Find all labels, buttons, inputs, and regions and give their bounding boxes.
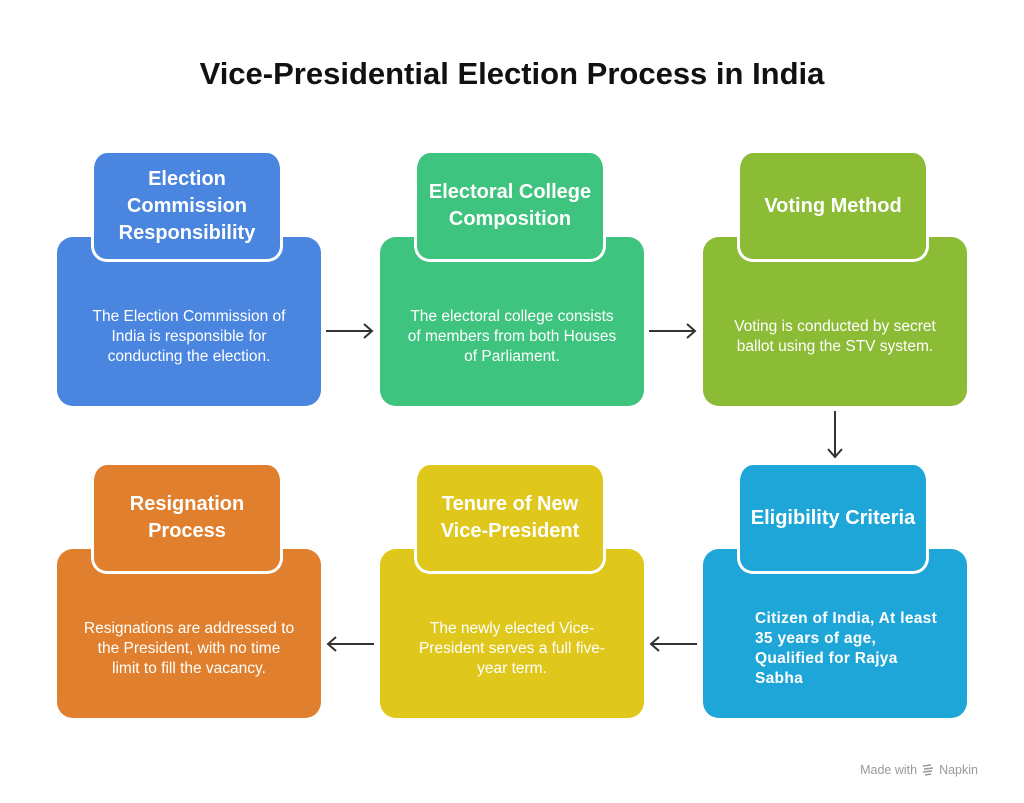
arrow-left-icon bbox=[649, 636, 697, 652]
step-description: The Election Commission of India is resp… bbox=[92, 307, 286, 365]
arrow-right-icon bbox=[326, 323, 374, 339]
arrow-right-icon bbox=[649, 323, 697, 339]
diagram-title: Vice-Presidential Election Process in In… bbox=[199, 56, 825, 91]
step-heading-voting-method: Voting Method bbox=[737, 153, 929, 262]
arrow-left-icon bbox=[326, 636, 374, 652]
step-card-election-commission: The Election Commission of India is resp… bbox=[57, 237, 321, 406]
step-heading-tenure: Tenure of New Vice-President bbox=[414, 465, 606, 574]
step-description: Voting is conducted by secret ballot usi… bbox=[734, 317, 936, 355]
step-description: The electoral college consists of member… bbox=[407, 307, 617, 365]
step-heading-electoral-college: Electoral College Composition bbox=[414, 153, 606, 262]
step-heading-election-commission: Election Commission Responsibility bbox=[91, 153, 283, 262]
arrow-down-icon bbox=[827, 411, 843, 459]
step-description: Resignations are addressed to the Presid… bbox=[83, 619, 295, 677]
step-description: Citizen of India, At least 35 years of a… bbox=[755, 609, 938, 687]
step-heading-eligibility: Eligibility Criteria bbox=[737, 465, 929, 574]
step-card-tenure: The newly elected Vice-President serves … bbox=[380, 549, 644, 718]
step-card-eligibility: Citizen of India, At least 35 years of a… bbox=[703, 549, 967, 718]
napkin-brand: Napkin bbox=[939, 763, 978, 777]
step-card-electoral-college: The electoral college consists of member… bbox=[380, 237, 644, 406]
made-with-label: Made with bbox=[860, 763, 918, 777]
step-card-resignation: Resignations are addressed to the Presid… bbox=[57, 549, 321, 718]
napkin-logo-icon bbox=[922, 764, 934, 776]
step-card-voting-method: Voting is conducted by secret ballot usi… bbox=[703, 237, 967, 406]
made-with-napkin-badge: Made with Napkin bbox=[860, 763, 978, 777]
step-heading-resignation: Resignation Process bbox=[91, 465, 283, 574]
step-description: The newly elected Vice-President serves … bbox=[418, 619, 606, 677]
